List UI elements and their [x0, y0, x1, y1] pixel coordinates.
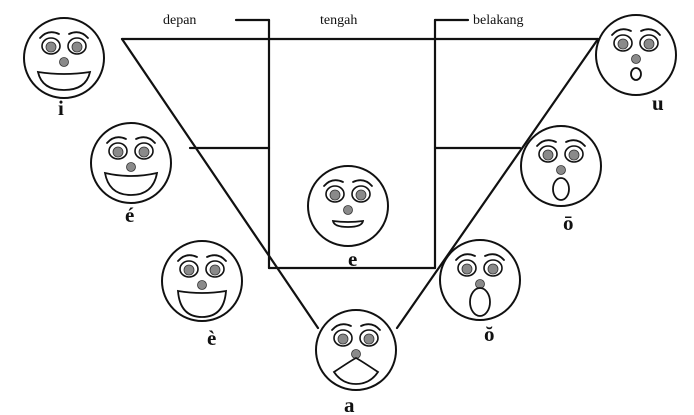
vowel-label-a: a: [344, 393, 355, 415]
face-u: [596, 15, 676, 95]
region-label-back: belakang: [473, 13, 524, 28]
face-i: [24, 18, 104, 98]
face-a: [316, 310, 396, 390]
face-e-grave: [162, 241, 242, 321]
vowel-label-e-grave: è: [207, 326, 216, 350]
face-o-open: [440, 240, 520, 320]
vowel-label-o-close: ō: [563, 211, 574, 235]
vowel-label-i: i: [58, 96, 64, 120]
face-e-acute: [91, 123, 171, 203]
vowel-label-o-open: ŏ: [484, 322, 495, 346]
mouth-neutral: [333, 221, 363, 227]
mouth-small-round: [631, 68, 641, 80]
region-label-front: depan: [163, 13, 196, 28]
face-o-close: [521, 126, 601, 206]
vowel-label-e-acute: é: [125, 203, 134, 227]
region-label-central: tengah: [320, 13, 357, 28]
mouth-round: [553, 178, 569, 200]
face-e-schwa: [308, 166, 388, 246]
vowel-label-u: u: [652, 91, 664, 115]
vowel-label-e-schwa: e: [348, 247, 357, 271]
mouth-tall-round: [470, 288, 490, 316]
